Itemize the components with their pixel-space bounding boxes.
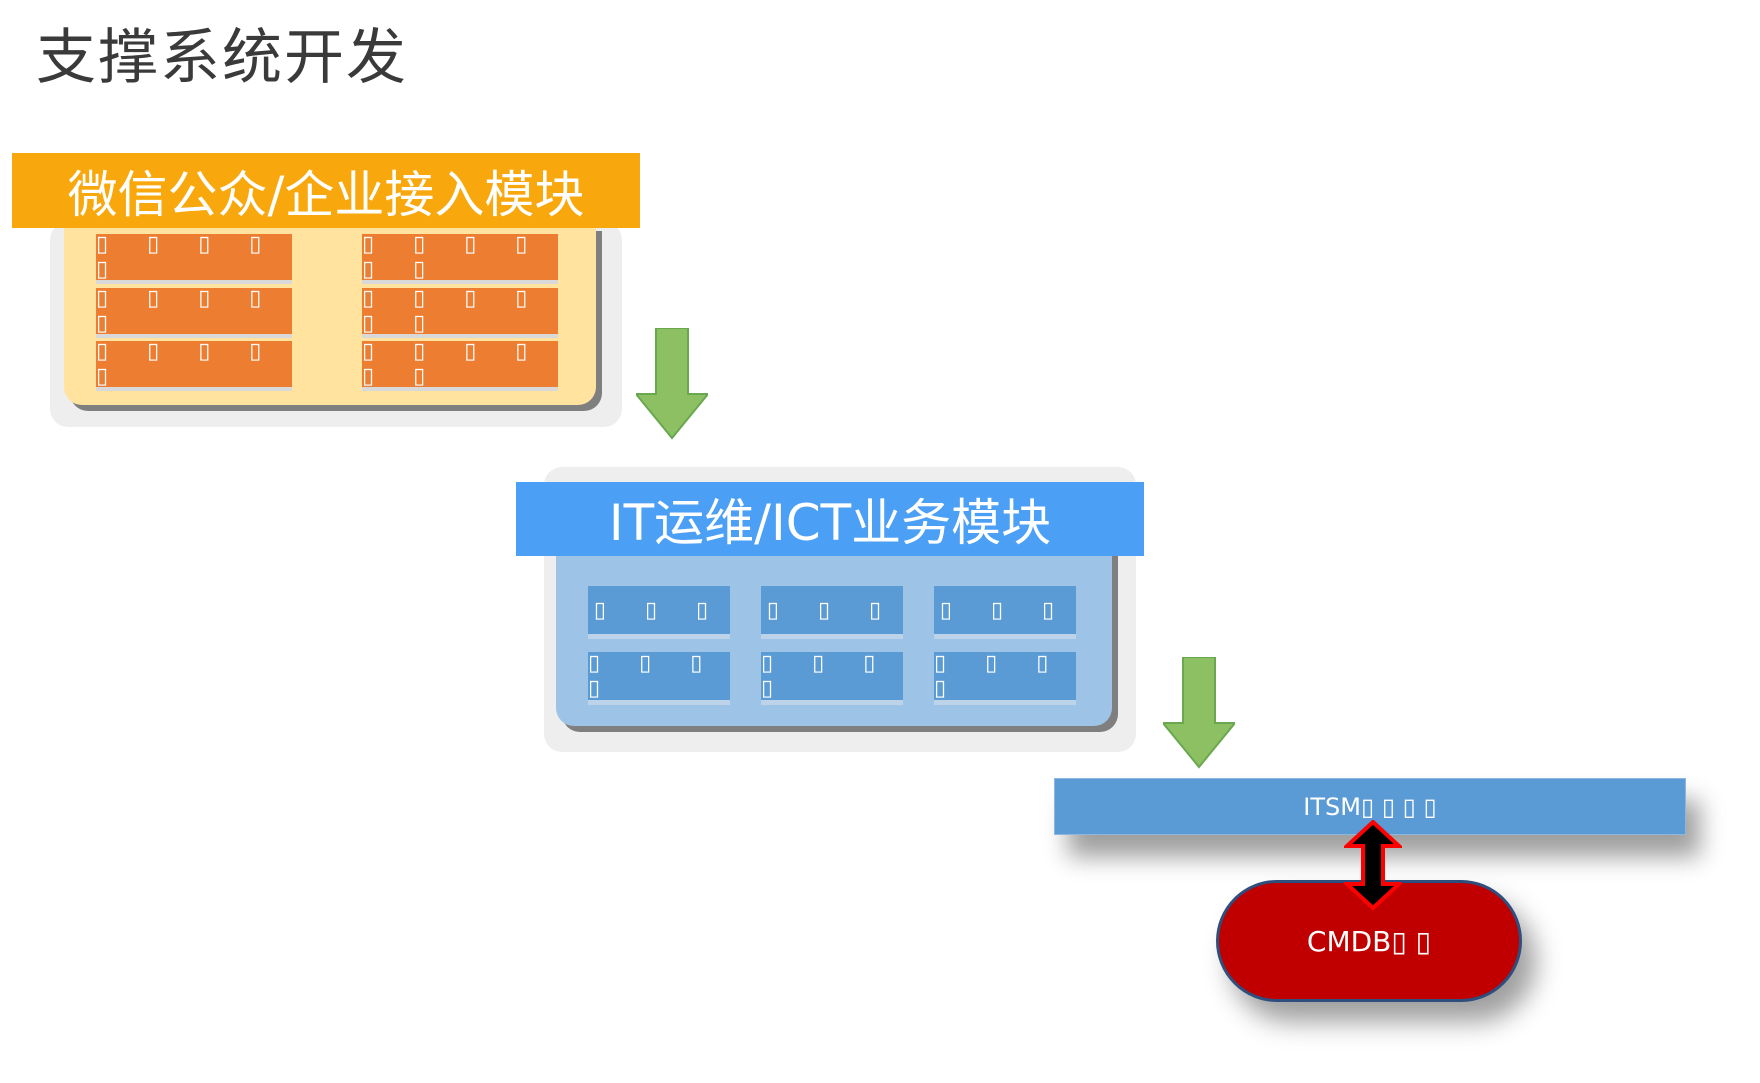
double-arrow-icon (1344, 820, 1402, 910)
bidirectional-arrow (1344, 820, 1402, 910)
wechat-module-item: ▯ ▯ ▯ ▯ ▯ ▯ (362, 286, 558, 336)
wechat-module-header: 微信公众/企业接入模块 (12, 153, 640, 228)
itops-module-item: ▯ ▯ ▯ ▯ (761, 651, 903, 701)
itops-module-item: ▯ ▯ ▯ (934, 586, 1076, 634)
itops-module-header: IT运维/ICT业务模块 (516, 482, 1144, 556)
down-arrow-icon (636, 328, 708, 440)
wechat-module-item: ▯ ▯ ▯ ▯ ▯ ▯ (362, 232, 558, 282)
itops-module-item: ▯ ▯ ▯ ▯ (588, 651, 730, 701)
wechat-module-item: ▯ ▯ ▯ ▯ ▯ (96, 232, 292, 282)
flow-arrow-down (1163, 657, 1235, 769)
itops-module-item: ▯ ▯ ▯ (761, 586, 903, 634)
page-title: 支撑系统开发 (36, 23, 408, 93)
wechat-module-item: ▯ ▯ ▯ ▯ ▯ (96, 339, 292, 389)
itops-module-item: ▯ ▯ ▯ (588, 586, 730, 634)
flow-arrow-down (636, 328, 708, 440)
itops-module-item: ▯ ▯ ▯ ▯ (934, 651, 1076, 701)
wechat-module-item: ▯ ▯ ▯ ▯ ▯ ▯ (362, 339, 558, 389)
wechat-module-item: ▯ ▯ ▯ ▯ ▯ (96, 286, 292, 336)
down-arrow-icon (1163, 657, 1235, 769)
